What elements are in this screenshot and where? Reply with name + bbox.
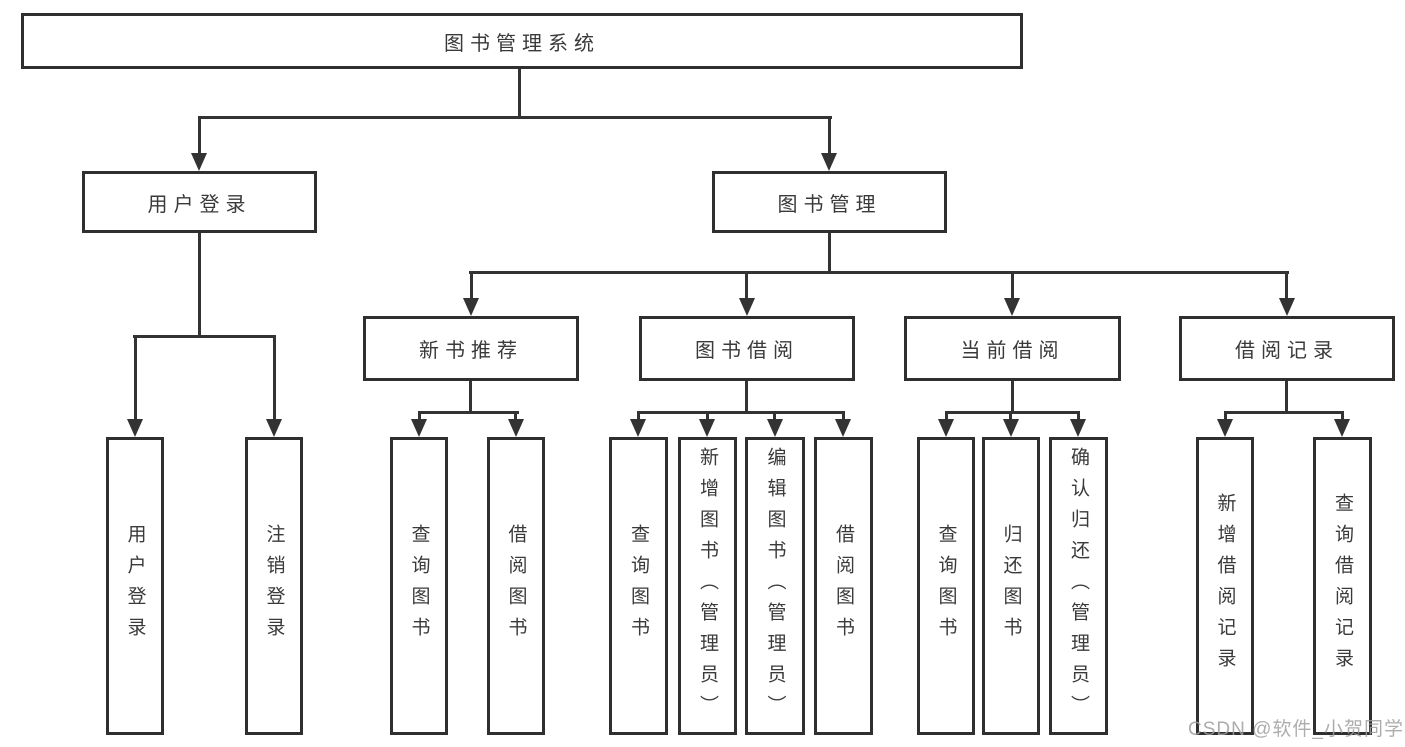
arrow-down-icon bbox=[1334, 419, 1350, 437]
line bbox=[470, 271, 473, 300]
arrow-down-icon bbox=[835, 419, 851, 437]
leaf-label: 查询借阅记录 bbox=[1332, 493, 1353, 679]
leaf-label: 用户登录 bbox=[124, 524, 146, 648]
arrow-down-icon bbox=[1217, 419, 1233, 437]
line bbox=[828, 233, 831, 273]
arrow-down-icon bbox=[767, 419, 783, 437]
node-new-book-recommend: 新书推荐 bbox=[363, 316, 579, 381]
line bbox=[706, 411, 709, 422]
node-root: 图书管理系统 bbox=[21, 13, 1023, 69]
node-book-management: 图书管理 bbox=[712, 171, 947, 233]
node-current-borrowing: 当前借阅 bbox=[904, 316, 1121, 381]
line bbox=[518, 69, 521, 117]
node-leaf-borrow-books-borrowing: 借阅图书 bbox=[814, 437, 873, 735]
line bbox=[273, 335, 276, 420]
node-leaf-query-books-recommend: 查询图书 bbox=[390, 437, 448, 735]
line bbox=[637, 411, 845, 414]
line bbox=[945, 411, 948, 422]
arrow-down-icon bbox=[1004, 298, 1020, 316]
line bbox=[133, 335, 276, 338]
line bbox=[1011, 381, 1014, 413]
arrow-down-icon bbox=[1003, 419, 1019, 437]
arrow-down-icon bbox=[1279, 298, 1295, 316]
arrow-down-icon bbox=[630, 419, 646, 437]
leaf-label: 确认归还（管理员） bbox=[1068, 446, 1089, 726]
node-leaf-borrow-books-recommend: 借阅图书 bbox=[487, 437, 545, 735]
arrow-down-icon bbox=[739, 298, 755, 316]
leaf-label: 新增借阅记录 bbox=[1214, 493, 1236, 679]
line bbox=[828, 116, 831, 154]
line bbox=[469, 381, 472, 413]
line bbox=[1285, 381, 1288, 413]
line bbox=[198, 233, 201, 337]
leaf-label: 新增图书（管理员） bbox=[697, 446, 718, 726]
node-borrowing-records: 借阅记录 bbox=[1179, 316, 1395, 381]
line bbox=[1224, 411, 1227, 422]
arrow-down-icon bbox=[266, 419, 282, 437]
line bbox=[514, 411, 517, 422]
line bbox=[198, 116, 832, 119]
line bbox=[1224, 411, 1344, 414]
arrow-down-icon bbox=[699, 419, 715, 437]
line bbox=[773, 411, 776, 422]
arrow-down-icon bbox=[821, 153, 837, 171]
node-leaf-add-books-admin: 新增图书（管理员） bbox=[678, 437, 737, 735]
arrow-down-icon bbox=[938, 419, 954, 437]
line bbox=[1077, 411, 1080, 422]
arrow-down-icon bbox=[411, 419, 427, 437]
leaf-label: 编辑图书（管理员） bbox=[764, 446, 786, 726]
line bbox=[945, 411, 1080, 414]
arrow-down-icon bbox=[191, 153, 207, 171]
leaf-label: 归还图书 bbox=[1000, 524, 1022, 648]
leaf-label: 注销登录 bbox=[263, 524, 285, 648]
node-book-borrowing: 图书借阅 bbox=[639, 316, 855, 381]
node-leaf-confirm-return-admin: 确认归还（管理员） bbox=[1049, 437, 1108, 735]
arrow-down-icon bbox=[127, 419, 143, 437]
line bbox=[637, 411, 640, 422]
line bbox=[1285, 271, 1288, 300]
node-user-login: 用户登录 bbox=[82, 171, 317, 233]
arrow-down-icon bbox=[463, 298, 479, 316]
line bbox=[745, 381, 748, 413]
node-leaf-user-login: 用户登录 bbox=[106, 437, 164, 735]
line bbox=[418, 411, 421, 422]
line bbox=[1011, 271, 1014, 300]
line bbox=[469, 271, 1289, 274]
line bbox=[418, 411, 519, 414]
line bbox=[198, 116, 201, 154]
line bbox=[134, 335, 137, 420]
node-leaf-query-borrow-record: 查询借阅记录 bbox=[1313, 437, 1372, 735]
arrow-down-icon bbox=[508, 419, 524, 437]
csdn-watermark: CSDN @软件_小贺同学 bbox=[1188, 719, 1404, 740]
line bbox=[745, 271, 748, 300]
node-leaf-add-borrow-record: 新增借阅记录 bbox=[1196, 437, 1254, 735]
node-leaf-query-books-current: 查询图书 bbox=[917, 437, 975, 735]
node-leaf-return-books: 归还图书 bbox=[982, 437, 1040, 735]
node-leaf-edit-books-admin: 编辑图书（管理员） bbox=[745, 437, 805, 735]
node-leaf-query-books-borrowing: 查询图书 bbox=[609, 437, 668, 735]
leaf-label: 查询图书 bbox=[408, 524, 430, 648]
leaf-label: 查询图书 bbox=[628, 524, 649, 648]
line bbox=[1341, 411, 1344, 422]
leaf-label: 借阅图书 bbox=[833, 524, 854, 648]
line bbox=[1009, 411, 1012, 422]
node-leaf-logout: 注销登录 bbox=[245, 437, 303, 735]
line bbox=[842, 411, 845, 422]
leaf-label: 查询图书 bbox=[935, 524, 957, 648]
leaf-label: 借阅图书 bbox=[505, 524, 527, 648]
arrow-down-icon bbox=[1070, 419, 1086, 437]
